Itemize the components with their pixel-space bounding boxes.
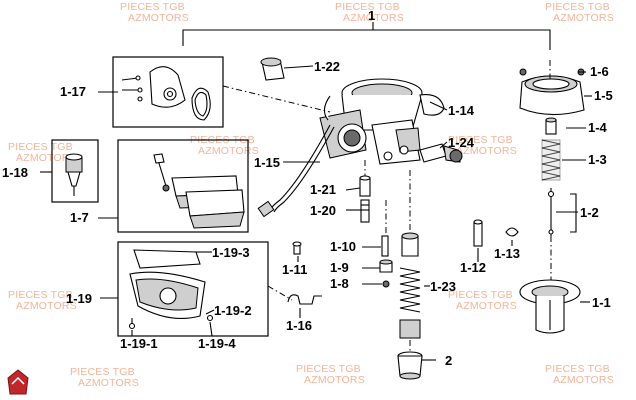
box-1-18 xyxy=(51,139,99,203)
cap-part xyxy=(260,57,285,81)
svg-text:AZMOTORS: AZMOTORS xyxy=(128,12,189,24)
svg-text:AZMOTORS: AZMOTORS xyxy=(553,12,614,24)
label-1-14: 1-14 xyxy=(448,103,475,118)
svg-text:AZMOTORS: AZMOTORS xyxy=(16,300,77,312)
jet-part xyxy=(379,235,393,288)
label-1-19: 1-19 xyxy=(66,291,92,306)
svg-text:AZMOTORS: AZMOTORS xyxy=(78,377,139,389)
svg-text:AZMOTORS: AZMOTORS xyxy=(553,374,614,386)
svg-text:PIECES TGB: PIECES TGB xyxy=(545,1,610,13)
carburetor-body xyxy=(319,78,445,165)
svg-text:PIECES TGB: PIECES TGB xyxy=(545,363,610,375)
label-1-11: 1-11 xyxy=(282,262,307,277)
svg-text:AZMOTORS: AZMOTORS xyxy=(16,152,77,164)
svg-text:PIECES TGB: PIECES TGB xyxy=(296,363,361,375)
svg-text:AZMOTORS: AZMOTORS xyxy=(304,374,365,386)
svg-text:PIECES TGB: PIECES TGB xyxy=(448,134,513,146)
float-part xyxy=(153,153,245,229)
jet-needle-part xyxy=(547,188,555,236)
svg-text:PIECES TGB: PIECES TGB xyxy=(8,289,73,301)
label-1-24: 1-24 xyxy=(448,135,475,150)
svg-text:AZMOTORS: AZMOTORS xyxy=(198,145,259,157)
svg-text:PIECES TGB: PIECES TGB xyxy=(8,141,73,153)
diaphragm-cover-part xyxy=(121,66,211,121)
label-1-10: 1-10 xyxy=(330,239,356,254)
leader-lines xyxy=(40,65,592,361)
label-1-2: 1-2 xyxy=(580,205,599,220)
label-1-17: 1-17 xyxy=(60,84,86,99)
box-1-19 xyxy=(117,241,269,337)
label-1-19-1: 1-19-1 xyxy=(120,336,158,351)
svg-text:PIECES TGB: PIECES TGB xyxy=(70,366,135,378)
label-1-21: 1-21 xyxy=(310,182,336,197)
label-1-1: 1-1 xyxy=(592,295,611,310)
label-1-6: 1-6 xyxy=(590,64,609,79)
plug-part xyxy=(397,351,423,380)
svg-text:AZMOTORS: AZMOTORS xyxy=(456,300,517,312)
label-1-3: 1-3 xyxy=(588,152,607,167)
assembly-bracket xyxy=(182,22,551,50)
clip-part xyxy=(287,294,322,305)
label-1-7: 1-7 xyxy=(70,210,89,225)
piston-part xyxy=(519,279,581,334)
label-1-19-2: 1-19-2 xyxy=(214,303,252,318)
hose-line xyxy=(273,126,335,213)
label-1-15: 1-15 xyxy=(254,155,280,170)
svg-text:PIECES TGB: PIECES TGB xyxy=(448,289,513,301)
float-bowl-part xyxy=(128,249,214,330)
label-1-19-4: 1-19-4 xyxy=(198,336,236,351)
small-parts xyxy=(292,219,519,255)
label-2: 2 xyxy=(445,353,452,368)
top-cover-part xyxy=(519,68,585,116)
label-1-16: 1-16 xyxy=(286,318,312,333)
label-1-23: 1-23 xyxy=(430,279,456,294)
spring-part xyxy=(399,232,421,339)
label-1-22: 1-22 xyxy=(314,59,340,74)
cap-small-part xyxy=(545,117,557,135)
label-1-18: 1-18 xyxy=(2,165,28,180)
needle-spring-part xyxy=(541,139,561,181)
sensor-part xyxy=(65,153,83,196)
guide-lines xyxy=(222,60,552,352)
bracket-1-2 xyxy=(570,193,577,233)
label-assembly: 1 xyxy=(368,8,375,23)
label-1-8: 1-8 xyxy=(330,276,349,291)
label-1-5: 1-5 xyxy=(594,88,613,103)
svg-text:AZMOTORS: AZMOTORS xyxy=(456,145,517,157)
label-1-20: 1-20 xyxy=(310,203,336,218)
brand-logo xyxy=(7,369,29,395)
svg-text:PIECES TGB: PIECES TGB xyxy=(335,1,400,13)
svg-text:AZMOTORS: AZMOTORS xyxy=(343,12,404,24)
box-1-7 xyxy=(117,139,249,233)
label-1-12: 1-12 xyxy=(460,260,486,275)
adjuster-part xyxy=(419,143,463,163)
label-1-13: 1-13 xyxy=(494,246,520,261)
screw-part xyxy=(359,175,371,223)
hose-end xyxy=(257,200,275,218)
label-1-4: 1-4 xyxy=(588,120,608,135)
svg-text:PIECES TGB: PIECES TGB xyxy=(120,1,185,13)
label-1-19-3: 1-19-3 xyxy=(212,245,250,260)
label-1-9: 1-9 xyxy=(330,260,349,275)
